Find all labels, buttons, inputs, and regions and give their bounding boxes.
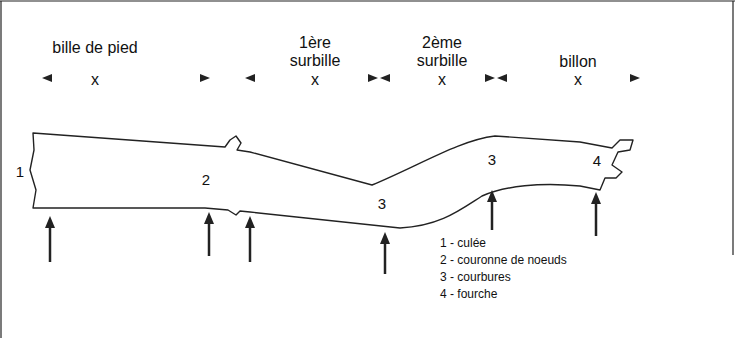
- cut-arrow: [249, 226, 252, 262]
- tree-log: [30, 133, 633, 228]
- arrowhead: [245, 74, 255, 82]
- callout-number: 3: [378, 195, 386, 212]
- arrowhead: [42, 74, 52, 82]
- cut-arrow: [595, 202, 598, 236]
- callout-number: 1: [16, 163, 24, 180]
- key-line: 4 - fourche: [440, 288, 497, 302]
- arrowhead: [245, 216, 255, 228]
- arrowhead: [485, 74, 495, 82]
- frame-line: [732, 1, 733, 255]
- callout-number: 2: [202, 171, 210, 188]
- section-name: billon: [559, 53, 596, 71]
- key-line: 2 - couronne de noeuds: [440, 254, 567, 268]
- arrowhead: [497, 74, 507, 82]
- section-arrows: [42, 74, 640, 82]
- length-mark: x: [574, 71, 582, 89]
- cut-arrow: [384, 242, 387, 274]
- arrowhead: [204, 212, 214, 224]
- length-mark: x: [311, 71, 319, 89]
- cut-arrow: [491, 200, 494, 230]
- key-line: 1 - culée: [440, 237, 486, 251]
- cut-arrows: [45, 190, 601, 274]
- frame-line: [0, 1, 1, 338]
- arrowhead: [368, 74, 378, 82]
- arrowhead: [591, 192, 601, 204]
- cut-arrow: [49, 226, 52, 262]
- length-mark: x: [91, 71, 99, 89]
- section-name: bille de pied: [52, 39, 137, 57]
- callout-number: 4: [593, 152, 601, 169]
- frame-line: [0, 0, 735, 1]
- arrowhead: [630, 74, 640, 82]
- key-line: 3 - courbures: [440, 271, 511, 285]
- length-mark: x: [438, 71, 446, 89]
- arrowhead: [487, 190, 497, 202]
- cut-arrow: [208, 222, 211, 256]
- arrowhead: [380, 232, 390, 244]
- section-name: 1ère surbille: [275, 34, 355, 71]
- section-name: 2ème surbille: [402, 34, 482, 71]
- arrowhead: [380, 74, 390, 82]
- arrowhead: [45, 216, 55, 228]
- callout-number: 3: [488, 151, 496, 168]
- arrowhead: [200, 74, 210, 82]
